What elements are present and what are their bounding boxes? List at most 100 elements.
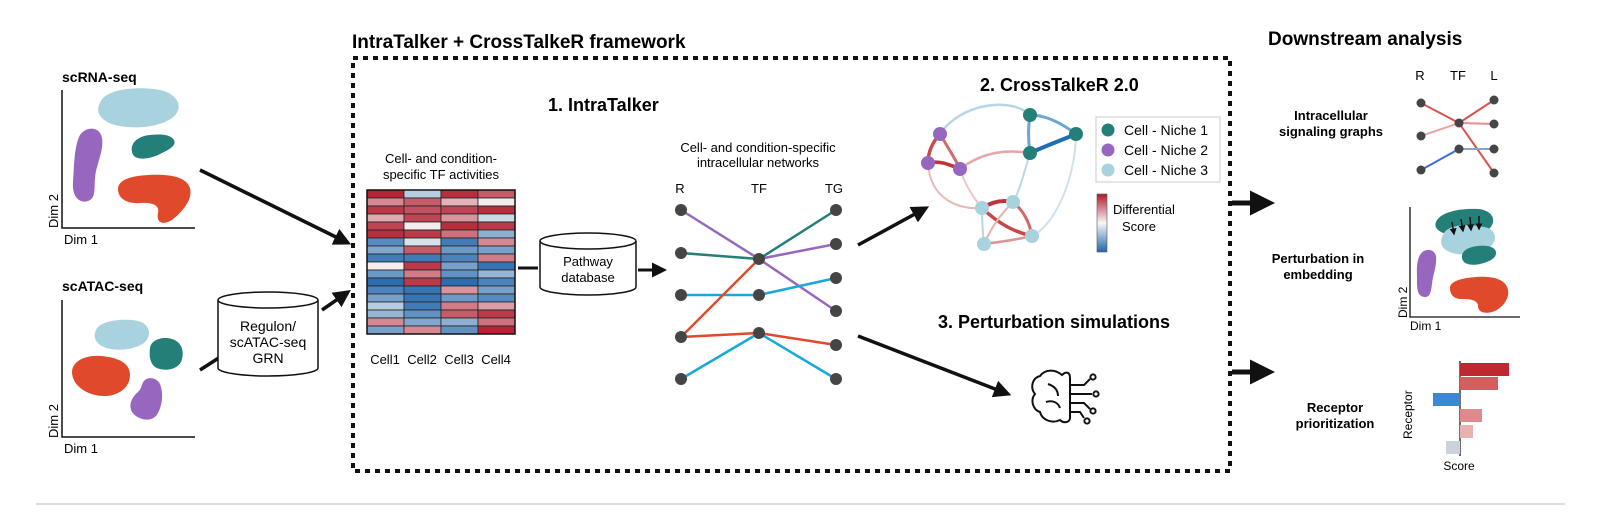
legend-swatch-niche1 (1101, 123, 1115, 137)
heatmap-cell (366, 301, 405, 311)
heatmap-cell (366, 253, 405, 263)
ct-edge (1029, 132, 1077, 155)
scatac-panel: scATAC-seq Dim 2 Dim 1 (46, 278, 195, 456)
scrna-panel: scRNA-seq Dim 2 Dim 1 (46, 69, 195, 247)
signaling-col-tf: TF (1450, 68, 1466, 83)
heatmap-cell (366, 293, 405, 303)
network-node-r (675, 331, 687, 343)
network-col-tg: TG (825, 181, 843, 196)
ct-edge (983, 234, 1033, 246)
signal-edge (1420, 122, 1460, 137)
scatac-title: scATAC-seq (62, 278, 143, 294)
heatmap-cell (403, 269, 442, 279)
heatmap-cell (477, 285, 516, 295)
heatmap-cell (440, 205, 479, 215)
heatmap-cell (366, 205, 405, 215)
legend-swatch-niche2 (1101, 143, 1115, 157)
heatmap-cell (403, 197, 442, 207)
ct-node-light-blue (1025, 229, 1039, 243)
heatmap-cell (477, 317, 516, 327)
heatmap-cell (366, 229, 405, 239)
perturbation-arrow (1449, 221, 1457, 236)
heatmap-cell (477, 253, 516, 263)
signal-node (1416, 165, 1426, 175)
legend-swatch-niche3 (1101, 163, 1115, 177)
network-edge-orange (680, 258, 760, 338)
perturbation-arrow (1458, 218, 1466, 233)
heatmap-cell (366, 269, 405, 279)
legend-box (1095, 116, 1221, 183)
heatmap-cell (403, 309, 442, 319)
embedding-cluster-teal (1461, 245, 1496, 265)
scatac-cluster-light-blue (94, 319, 150, 350)
heatmap-cell (477, 301, 516, 311)
network-node-tf (753, 253, 765, 265)
heatmap-cell (440, 189, 479, 199)
receptor-bar-chart: Receptor Score (1401, 361, 1509, 473)
network-edge-orange (758, 331, 837, 347)
colorbar-gradient (1096, 193, 1108, 253)
heatmap-cell (403, 189, 442, 199)
heatmap-cell (440, 293, 479, 303)
colorbar-label-line1: Differential (1113, 202, 1175, 217)
scatac-dim2-label: Dim 2 (46, 404, 61, 438)
scrna-cluster-teal (131, 134, 175, 159)
heatmap-cell (477, 205, 516, 215)
heatmap-cell (477, 221, 516, 231)
signal-edge (1420, 102, 1460, 124)
ct-node-purple (933, 127, 947, 141)
heatmap-cell (440, 301, 479, 311)
score-axis-label: Score (1443, 459, 1475, 473)
network-edge-cyan (680, 331, 760, 381)
heatmap-cell (440, 317, 479, 327)
heatmap-cell (366, 237, 405, 247)
intracellular-network (675, 204, 842, 385)
heatmap-cell (403, 253, 442, 263)
embedding-dim1-label: Dim 1 (1410, 319, 1442, 333)
receptor-bar (1433, 393, 1460, 406)
legend-label-niche1: Cell - Niche 1 (1124, 122, 1208, 138)
network-node-r (675, 289, 687, 301)
ct-edge (1031, 133, 1077, 237)
signaling-graph (1416, 95, 1499, 178)
receptor-bar (1460, 377, 1498, 390)
heatmap-cell (366, 213, 405, 223)
heatmap-cell (440, 245, 479, 255)
ct-node-teal (1023, 146, 1037, 160)
heatmap-cell (366, 245, 405, 255)
grn-label-line3: GRN (252, 350, 283, 366)
network-node-tf (753, 289, 765, 301)
heatmap-cell (440, 269, 479, 279)
ct-edge (938, 103, 1031, 135)
heatmap-cell (366, 197, 405, 207)
receptor-label-line2: prioritization (1296, 416, 1375, 431)
receptor-axis-label: Receptor (1401, 390, 1415, 439)
ct-node-light-blue (975, 201, 989, 215)
ct-node-teal (1023, 108, 1037, 122)
heatmap-cell (366, 309, 405, 319)
heatmap-cell (403, 205, 442, 215)
network-edge-orange (680, 331, 760, 339)
network-node-r (675, 373, 687, 385)
heatmap-cell (440, 221, 479, 231)
heatmap-cell (403, 245, 442, 255)
heatmap-cell (440, 253, 479, 263)
heatmap-cell (366, 285, 405, 295)
heatmap-cell (403, 293, 442, 303)
grn-label-line1: Regulon/ (240, 318, 296, 334)
heatmap-cell (440, 285, 479, 295)
heatmap-cell (477, 189, 516, 199)
signal-edge (1458, 122, 1495, 125)
heatmap-cell (403, 213, 442, 223)
heatmap-cell (477, 229, 516, 239)
heatmap-cell (440, 237, 479, 247)
intratalker-title: 1. IntraTalker (548, 95, 659, 115)
heatmap-cell-label: Cell3 (444, 352, 474, 367)
signaling-label-line1: Intracellular (1294, 108, 1368, 123)
signal-node (1454, 144, 1464, 154)
ct-edge (959, 150, 1031, 170)
tf-activity-heatmap (366, 189, 516, 335)
embedding-dim2-label: Dim 2 (1396, 286, 1410, 318)
scrna-cluster-purple (72, 128, 103, 202)
heatmap-cell (440, 229, 479, 239)
